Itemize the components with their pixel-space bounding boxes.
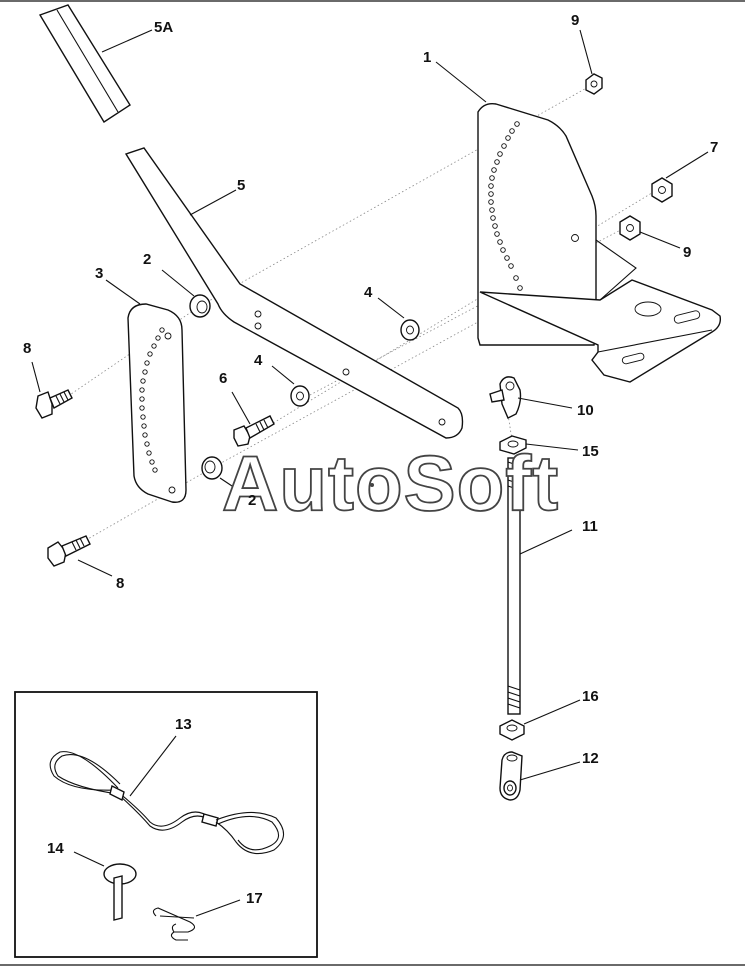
- part-2-spacer-upper: [189, 294, 211, 318]
- part-9-nut-lower: [619, 215, 641, 241]
- part-2-spacer-lower: [201, 456, 223, 480]
- label-13: 13: [175, 716, 192, 733]
- part-4-washer-upper: [400, 319, 420, 341]
- label-6: 6: [219, 370, 227, 387]
- watermark-dot: [370, 483, 374, 487]
- part-14-pin: [103, 863, 137, 921]
- label-9-upper: 9: [571, 12, 579, 29]
- part-8-bolt-lower: [47, 535, 91, 567]
- part-13-lanyard: [49, 751, 285, 855]
- part-17-hair-pin: [152, 907, 196, 941]
- label-17: 17: [246, 890, 263, 907]
- part-11-threaded-rod: [507, 457, 521, 715]
- part-12-rod-end: [499, 751, 523, 801]
- part-1-bracket: [477, 102, 722, 383]
- label-2-lower: 2: [248, 492, 256, 509]
- part-8-bolt-upper: [35, 389, 73, 419]
- part-16-nut: [499, 719, 525, 741]
- inset-box: [14, 691, 318, 958]
- watermark-text: AutoSoft: [222, 439, 559, 527]
- part-7-nut: [651, 177, 673, 203]
- part-4-washer-lower: [290, 385, 310, 407]
- label-12: 12: [582, 750, 599, 767]
- part-9-nut-upper: [585, 73, 603, 95]
- label-8-upper: 8: [23, 340, 31, 357]
- label-15: 15: [582, 443, 599, 460]
- label-2-upper: 2: [143, 251, 151, 268]
- label-4-lower: 4: [254, 352, 263, 369]
- part-5-lever-arm: [124, 147, 464, 439]
- label-5: 5: [237, 177, 245, 194]
- part-3-plate: [127, 303, 187, 503]
- label-3: 3: [95, 265, 103, 282]
- label-9-lower: 9: [683, 244, 691, 261]
- part-5a-grip: [38, 4, 131, 123]
- label-11: 11: [582, 518, 598, 535]
- label-14: 14: [47, 840, 64, 857]
- label-7: 7: [710, 139, 718, 156]
- label-16: 16: [582, 688, 599, 705]
- label-4-upper: 4: [364, 284, 373, 301]
- label-1: 1: [423, 49, 431, 66]
- part-6-bolt: [233, 415, 275, 447]
- label-8-lower: 8: [116, 575, 124, 592]
- part-15-nut: [499, 435, 527, 455]
- label-5a: 5A: [154, 19, 173, 36]
- part-10-ball-joint: [489, 376, 522, 419]
- label-10: 10: [577, 402, 594, 419]
